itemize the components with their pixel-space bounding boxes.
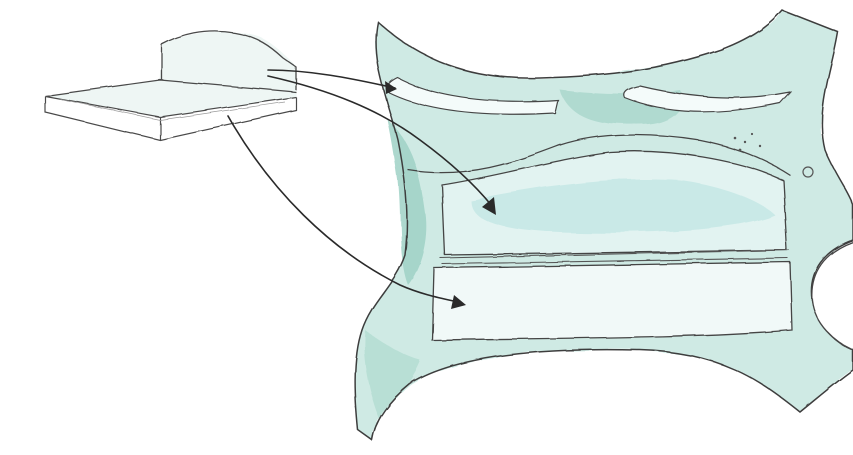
plate-component	[45, 31, 296, 140]
lower-panel-slot	[432, 262, 792, 340]
frame-component	[355, 10, 853, 440]
